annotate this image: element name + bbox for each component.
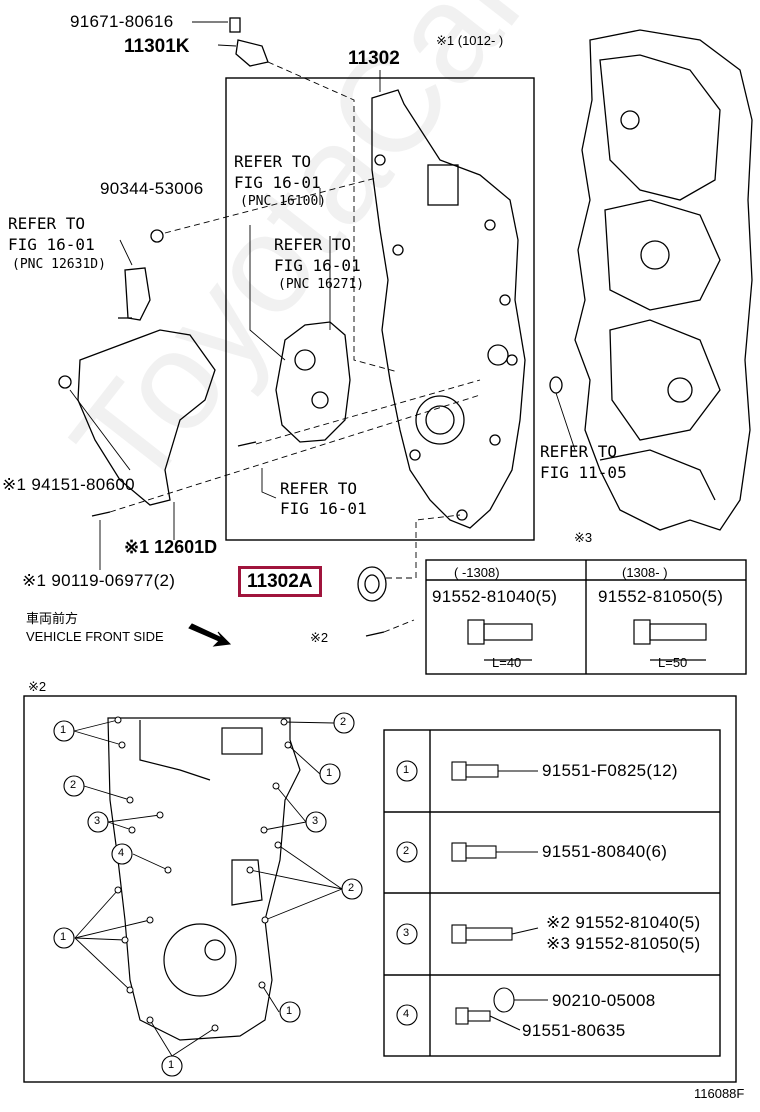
engine-block bbox=[574, 29, 753, 531]
vehicle-front-jp: 車両前方 bbox=[26, 611, 79, 626]
bolt-table-drawings bbox=[467, 619, 707, 661]
callout-1: 1 bbox=[60, 724, 67, 736]
callout-leaders bbox=[73, 719, 343, 1057]
label-note-1: ※1 (1012- ) bbox=[436, 33, 504, 48]
refer-4-line2[interactable]: FIG 16-01 bbox=[280, 499, 367, 518]
label-note-2-bolt: ※2 bbox=[310, 630, 329, 645]
legend-part-2[interactable]: 91551-80840(6) bbox=[542, 842, 668, 861]
callout-1: 1 bbox=[326, 767, 333, 779]
small-parts bbox=[58, 17, 563, 637]
refer-2-line3: (PNC 12631D) bbox=[12, 257, 106, 272]
label-sensor-bolt[interactable]: 91671-80616 bbox=[70, 12, 174, 31]
lower-note: ※2 bbox=[28, 679, 47, 694]
bracket bbox=[77, 267, 216, 506]
legend-num-3: 3 bbox=[403, 927, 410, 939]
legend-num-1: 1 bbox=[403, 764, 410, 776]
bolt-table-col1-header: ( -1308) bbox=[454, 565, 500, 580]
refer-5-line1[interactable]: REFER TO bbox=[540, 442, 618, 461]
fastener-points bbox=[114, 716, 292, 1032]
callout-1: 1 bbox=[60, 931, 67, 943]
legend-num-2: 2 bbox=[403, 845, 410, 857]
leader-lines bbox=[69, 21, 576, 633]
label-bolt-90119[interactable]: ※1 90119-06977(2) bbox=[22, 571, 176, 590]
callout-3: 3 bbox=[312, 815, 319, 827]
legend-part-3b[interactable]: ※3 91552-81050(5) bbox=[546, 934, 701, 953]
bolt-table-col2-part[interactable]: 91552-81050(5) bbox=[598, 587, 724, 606]
refer-3-line1[interactable]: REFER TO bbox=[274, 235, 352, 254]
callout-4: 4 bbox=[118, 847, 125, 859]
refer-2-line1[interactable]: REFER TO bbox=[8, 214, 86, 233]
label-note-3: ※3 bbox=[574, 530, 593, 545]
callout-2: 2 bbox=[70, 779, 77, 791]
figure-id: 116088F bbox=[694, 1086, 745, 1101]
label-cover[interactable]: 11302 bbox=[348, 48, 400, 69]
refer-3-line3: (PNC 16271) bbox=[278, 277, 365, 292]
refer-4-line1[interactable]: REFER TO bbox=[280, 479, 358, 498]
lower-frame bbox=[23, 695, 737, 1083]
callout-1: 1 bbox=[168, 1059, 175, 1071]
legend-part-4a[interactable]: 90210-05008 bbox=[552, 991, 656, 1010]
refer-2-line2[interactable]: FIG 16-01 bbox=[8, 235, 95, 254]
label-bolt-94151[interactable]: ※1 94151-80600 bbox=[2, 475, 135, 494]
label-sensor[interactable]: 11301K bbox=[124, 36, 190, 57]
legend-num-4: 4 bbox=[403, 1008, 410, 1020]
legend-part-4b[interactable]: 91551-80635 bbox=[522, 1021, 626, 1040]
callout-2: 2 bbox=[340, 716, 347, 728]
legend-bolt-drawings bbox=[451, 761, 548, 1031]
refer-1-line1[interactable]: REFER TO bbox=[234, 152, 312, 171]
label-bracket[interactable]: ※1 12601D bbox=[124, 537, 218, 557]
bolt-table-col1-part[interactable]: 91552-81040(5) bbox=[432, 587, 558, 606]
callout-1: 1 bbox=[286, 1005, 293, 1017]
label-seal-highlighted[interactable]: 11302A bbox=[238, 566, 322, 597]
vehicle-front-arrow bbox=[188, 623, 232, 647]
label-washer[interactable]: 90344-53006 bbox=[100, 179, 204, 198]
cover-frame bbox=[225, 77, 535, 541]
water-pump bbox=[275, 321, 351, 443]
refer-1-line2[interactable]: FIG 16-01 bbox=[234, 173, 321, 192]
refer-3-line2[interactable]: FIG 16-01 bbox=[274, 256, 361, 275]
bolt-table-col2-header: (1308- ) bbox=[622, 565, 668, 580]
bolt-table-col2-len: L=50 bbox=[658, 655, 688, 670]
callout-circles bbox=[53, 712, 363, 1077]
timing-cover bbox=[371, 89, 526, 529]
lower-cover-outline bbox=[107, 717, 301, 1041]
callout-2: 2 bbox=[348, 882, 355, 894]
legend-part-1[interactable]: 91551-F0825(12) bbox=[542, 761, 678, 780]
callout-3: 3 bbox=[94, 815, 101, 827]
legend-part-3a[interactable]: ※2 91552-81040(5) bbox=[546, 913, 701, 932]
refer-1-line3: (PNC 16100) bbox=[240, 194, 327, 209]
refer-5-line2[interactable]: FIG 11-05 bbox=[540, 463, 627, 482]
legend-circles bbox=[396, 760, 418, 1026]
vehicle-front-en: VEHICLE FRONT SIDE bbox=[26, 629, 164, 644]
bolt-table-col1-len: L=40 bbox=[492, 655, 522, 670]
